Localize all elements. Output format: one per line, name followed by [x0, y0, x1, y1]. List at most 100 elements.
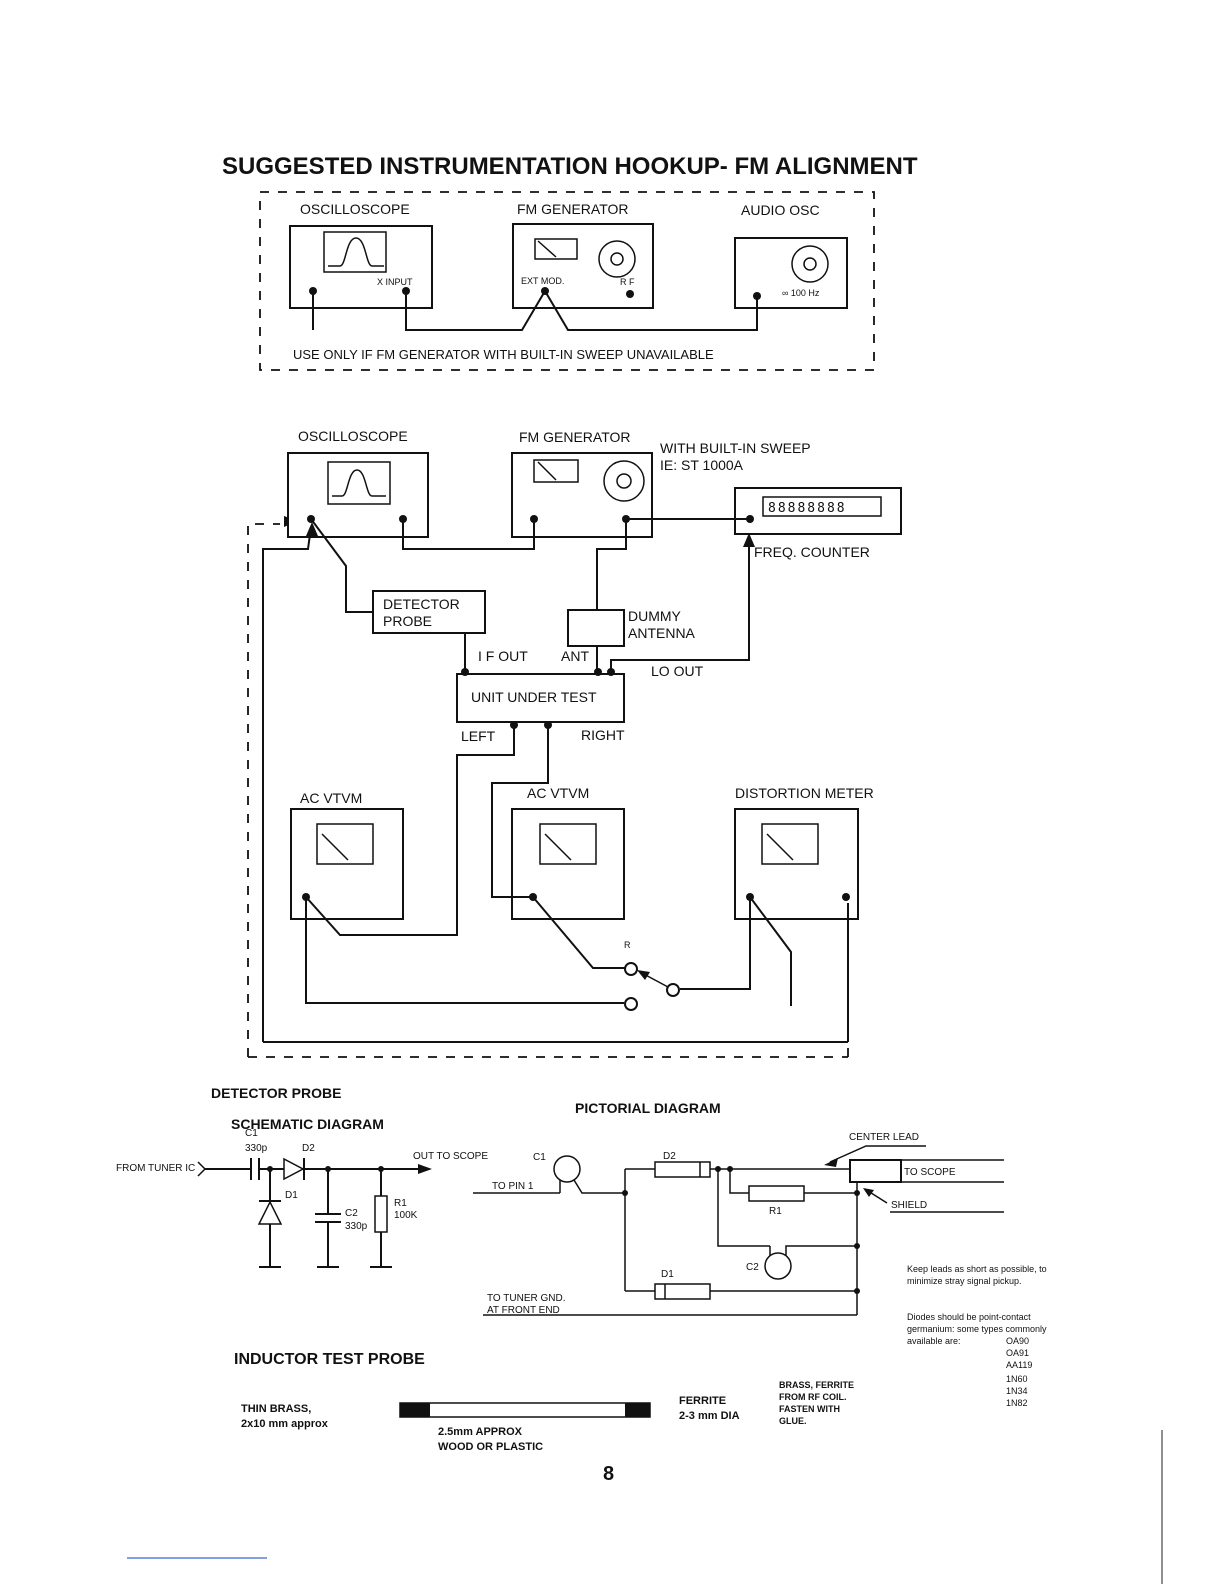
pic-c1-label: C1 [533, 1152, 546, 1163]
detector-probe-section: DETECTOR PROBE SCHEMATIC DIAGRAM PICTORI… [116, 1085, 1047, 1408]
ant-label: ANT [561, 648, 589, 664]
main-oscilloscope-label: OSCILLOSCOPE [298, 428, 408, 444]
diode-type-3: 1N60 [1006, 1374, 1028, 1384]
meter-window [761, 823, 819, 865]
r1-resistor [374, 1195, 388, 1233]
counter-digits: 88888888 [768, 501, 847, 516]
brass-ferrite-label-1: BRASS, FERRITE [779, 1380, 854, 1390]
r1-component [748, 1185, 805, 1202]
pictorial-heading: PICTORIAL DIAGRAM [575, 1100, 721, 1116]
d1-component [654, 1283, 711, 1300]
page-number: 8 [603, 1463, 614, 1485]
dummy-antenna-box: DUMMY ANTENNA [567, 608, 696, 647]
pic-d2-label: D2 [663, 1151, 676, 1162]
freq-label: ∞ 100 Hz [782, 288, 820, 298]
sweep-label: WITH BUILT-IN SWEEP [660, 440, 811, 456]
diode-type-0: OA90 [1006, 1336, 1029, 1346]
r1-value: 100K [394, 1210, 418, 1221]
dummy-antenna-label-2: ANTENNA [628, 625, 696, 641]
from-tuner-label: FROM TUNER IC [116, 1163, 195, 1174]
main-oscilloscope [287, 452, 429, 538]
top-oscilloscope: X INPUT [289, 225, 433, 309]
d2-label: D2 [302, 1143, 315, 1154]
rf-terminal [626, 290, 634, 298]
meter-window [539, 823, 597, 865]
meter-window [533, 459, 579, 483]
d1-label: D1 [285, 1190, 298, 1201]
brass-label-2: 2x10 mm approx [241, 1418, 329, 1430]
page-title: SUGGESTED INSTRUMENTATION HOOKUP- FM ALI… [222, 153, 918, 180]
tuner-gnd-label-1: TO TUNER GND. [487, 1293, 566, 1304]
note-1-line-2: minimize stray signal pickup. [907, 1276, 1022, 1286]
rf-label: R F [620, 277, 635, 287]
top-panel: OSCILLOSCOPE FM GENERATOR AUDIO OSC X IN… [259, 191, 875, 371]
c1-label: C1 [245, 1128, 258, 1139]
freq-counter-label: FREQ. COUNTER [754, 544, 870, 560]
main-fm-generator-label: FM GENERATOR [519, 429, 631, 445]
lo-out-label: LO OUT [651, 663, 704, 679]
selector-switch[interactable] [624, 962, 680, 1011]
note-2-line-1: Diodes should be point-contact [907, 1312, 1031, 1322]
dummy-antenna-label-1: DUMMY [628, 608, 682, 624]
rod-label-2: WOOD OR PLASTIC [438, 1441, 543, 1453]
pic-c2-label: C2 [746, 1262, 759, 1273]
x-input-label: X INPUT [377, 277, 413, 287]
switch-common [666, 983, 680, 997]
detector-probe-label-2: PROBE [383, 613, 432, 629]
d2-diode [283, 1157, 305, 1181]
pictorial-diagram: C1 TO PIN 1 D2 R1 C2 [473, 1132, 1004, 1316]
left-label: LEFT [461, 728, 496, 744]
distortion-meter-label: DISTORTION METER [735, 785, 874, 801]
c2-component [764, 1252, 792, 1280]
unit-under-test: UNIT UNDER TEST [456, 668, 625, 729]
top-audio-osc: ∞ 100 Hz [734, 237, 848, 309]
out-to-scope-label: OUT TO SCOPE [413, 1151, 488, 1162]
c2-label: C2 [345, 1208, 358, 1219]
to-scope-label: TO SCOPE [904, 1167, 956, 1178]
note-1-line-1: Keep leads as short as possible, to [907, 1264, 1047, 1274]
main-panel: OSCILLOSCOPE FM GENERATOR WITH BUILT-IN … [247, 428, 902, 1058]
ferrite-label-1: FERRITE [679, 1395, 726, 1407]
counter-display [762, 496, 882, 517]
top-fm-generator: EXT MOD. R F [512, 223, 654, 309]
freq-counter: 88888888 FREQ. COUNTER [734, 487, 902, 560]
ferrite-label-2: 2-3 mm DIA [679, 1410, 740, 1422]
probe-rod [399, 1402, 651, 1418]
to-pin-label: TO PIN 1 [492, 1181, 534, 1192]
top-fm-generator-label: FM GENERATOR [517, 201, 629, 217]
coax-connector [849, 1159, 902, 1183]
diode-type-1: OA91 [1006, 1348, 1029, 1358]
ac-vtvm-right [511, 808, 625, 920]
scope-screen [323, 231, 387, 273]
dial-icon [603, 460, 645, 502]
ac-vtvm-left-label: AC VTVM [300, 790, 362, 806]
shield-label: SHIELD [891, 1200, 927, 1211]
schematic-diagram: FROM TUNER IC C1 330p D2 OUT TO SCOPE D1 [116, 1128, 488, 1268]
if-out-label: I F OUT [478, 648, 528, 664]
unit-under-test-label: UNIT UNDER TEST [471, 689, 597, 705]
diode-type-5: 1N82 [1006, 1398, 1028, 1408]
meter-window [316, 823, 374, 865]
d1-diode [257, 1200, 283, 1225]
switch-r-label: R [624, 940, 631, 950]
ac-vtvm-right-label: AC VTVM [527, 785, 589, 801]
ext-mod-label: EXT MOD. [521, 276, 564, 286]
ferrite-tip [625, 1403, 650, 1417]
detector-probe-label-1: DETECTOR [383, 596, 460, 612]
schematic-heading: SCHEMATIC DIAGRAM [231, 1116, 384, 1132]
detector-probe-heading: DETECTOR PROBE [211, 1085, 341, 1101]
rod-label-1: 2.5mm APPROX [438, 1426, 523, 1438]
sweep-model-label: IE: ST 1000A [660, 457, 744, 473]
brass-label-1: THIN BRASS, [241, 1403, 311, 1415]
scope-screen [327, 461, 391, 505]
c2-value: 330p [345, 1221, 368, 1232]
note-2-line-2: germanium: some types commonly [907, 1324, 1047, 1334]
switch-contact-upper [624, 962, 638, 976]
r1-label: R1 [394, 1198, 407, 1209]
top-panel-note: USE ONLY IF FM GENERATOR WITH BUILT-IN S… [293, 347, 714, 362]
switch-contact-lower [624, 997, 638, 1011]
probe-notes: Keep leads as short as possible, to mini… [907, 1264, 1047, 1408]
brass-tip [400, 1403, 430, 1417]
brass-ferrite-label-3: FASTEN WITH [779, 1404, 840, 1414]
